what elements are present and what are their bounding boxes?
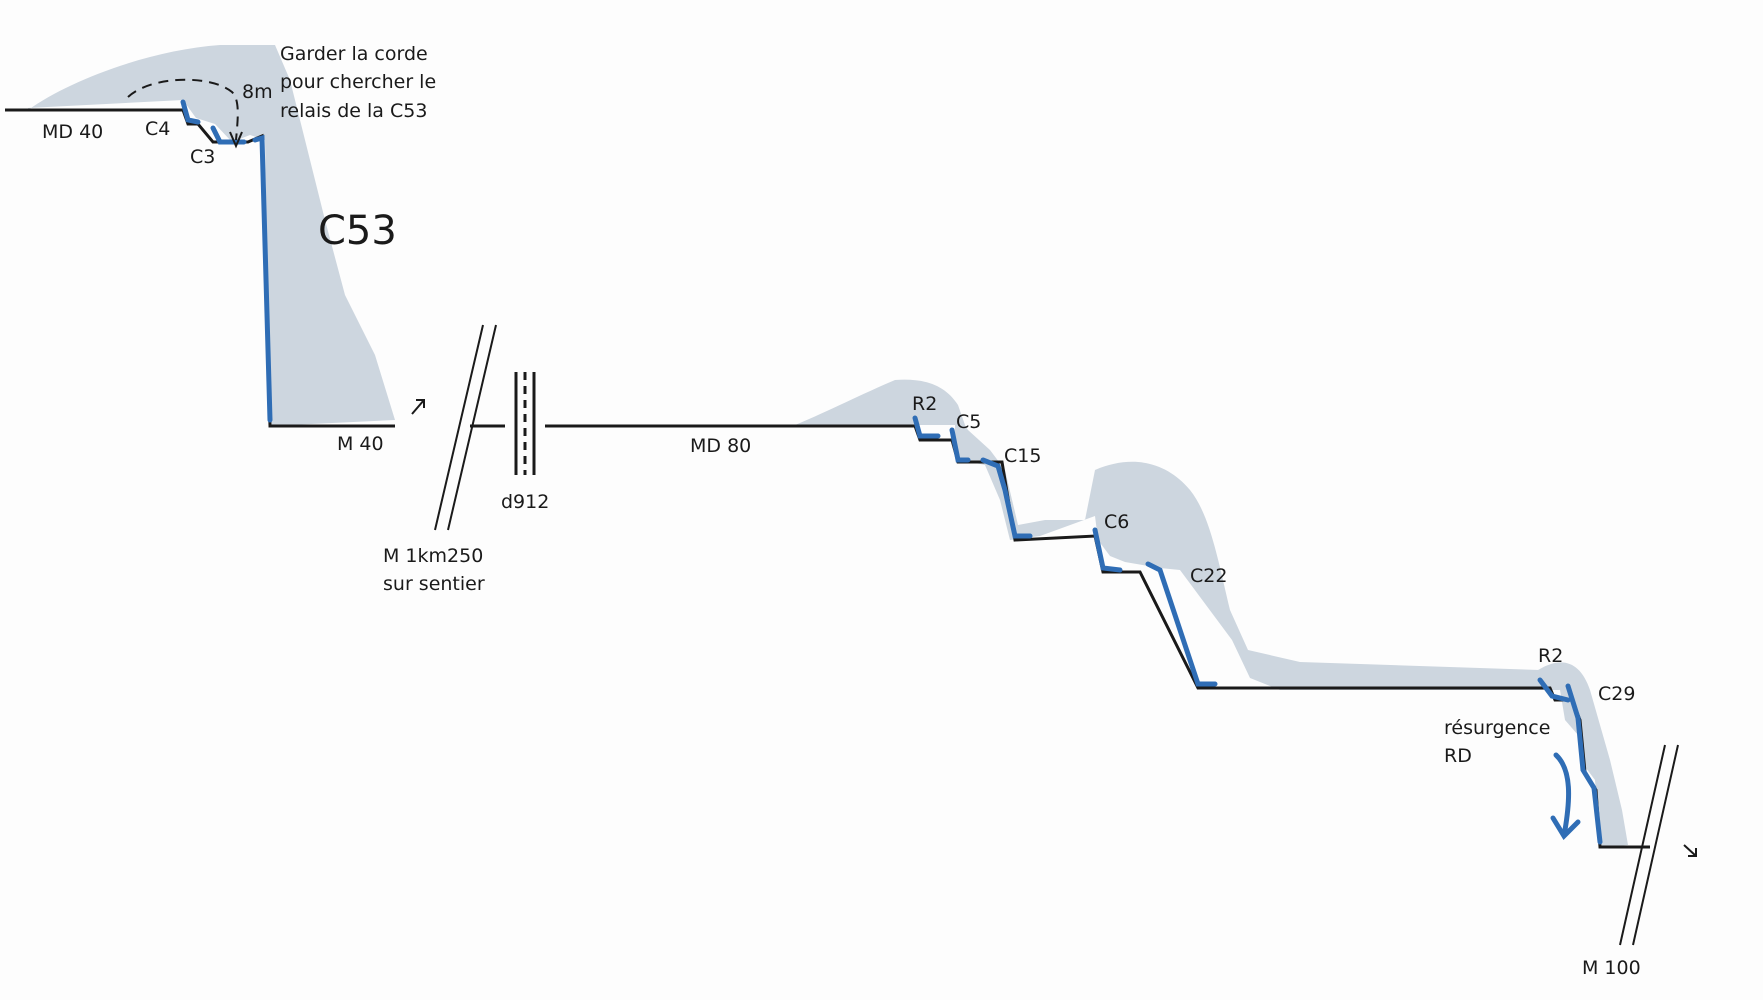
label-c22: C22 xyxy=(1190,565,1227,587)
water-c15 xyxy=(980,457,1033,539)
break-markers xyxy=(434,324,1679,946)
resurgence-arrow-head xyxy=(1550,815,1581,841)
label-c3: C3 xyxy=(190,146,215,168)
label-c53: C53 xyxy=(318,208,397,254)
label-md40: MD 40 xyxy=(42,121,103,143)
label-r2-upper: R2 xyxy=(912,393,937,415)
water-c6 xyxy=(1092,527,1123,573)
label-m100: M 100 xyxy=(1582,957,1641,979)
label-resurgence-line1: résurgence xyxy=(1444,717,1550,739)
rope-arrow-curve xyxy=(127,78,239,141)
water-c4-c3 xyxy=(180,99,201,125)
rope-arrow xyxy=(127,78,243,149)
label-resurgence-line2: RD xyxy=(1444,745,1472,767)
label-c5: C5 xyxy=(956,411,981,433)
rope-arrow-head xyxy=(229,131,243,149)
terrain-line xyxy=(5,108,1650,849)
water-c29 xyxy=(1565,683,1603,845)
label-8m: 8m xyxy=(242,81,273,103)
water-c53 xyxy=(252,134,273,423)
label-md80: MD 80 xyxy=(690,435,751,457)
note-line-1: Garder la corde xyxy=(280,43,428,65)
rock-mass-md80 xyxy=(795,379,965,425)
label-c15: C15 xyxy=(1004,445,1041,467)
break-line-a1 xyxy=(434,324,484,531)
rock-mass-upper xyxy=(28,45,395,426)
label-c29: C29 xyxy=(1598,683,1635,705)
water-c3-ledge xyxy=(210,125,247,145)
water-lines xyxy=(180,99,1603,845)
label-m1km-line1: M 1km250 xyxy=(383,545,483,567)
label-c6: C6 xyxy=(1104,511,1129,533)
label-r2-lower: R2 xyxy=(1538,645,1563,667)
road-d912 xyxy=(514,372,536,475)
water-r2b xyxy=(1537,677,1571,703)
water-r2 xyxy=(912,415,941,439)
break-line-b2 xyxy=(1632,744,1679,946)
note-line-3: relais de la C53 xyxy=(280,100,427,122)
break-line-a2 xyxy=(447,324,497,531)
rock-masses xyxy=(28,45,1628,848)
rock-mass-c15 xyxy=(955,410,1560,690)
water-c22 xyxy=(1145,561,1218,687)
resurgence-arrow-shaft xyxy=(1553,752,1572,833)
arrow-exit-upper xyxy=(411,399,425,415)
small-arrows xyxy=(411,399,1697,857)
water-c5 xyxy=(949,427,971,463)
labels: MD 40 C4 C3 8m Garder la corde pour cher… xyxy=(42,43,1641,979)
label-d912: d912 xyxy=(501,491,549,513)
label-c4: C4 xyxy=(145,118,170,140)
break-line-b1 xyxy=(1619,744,1666,946)
label-m1km-line2: sur sentier xyxy=(383,573,485,595)
label-m40: M 40 xyxy=(337,433,384,455)
arrow-exit-lower xyxy=(1683,844,1697,857)
note-line-2: pour chercher le xyxy=(280,71,436,93)
